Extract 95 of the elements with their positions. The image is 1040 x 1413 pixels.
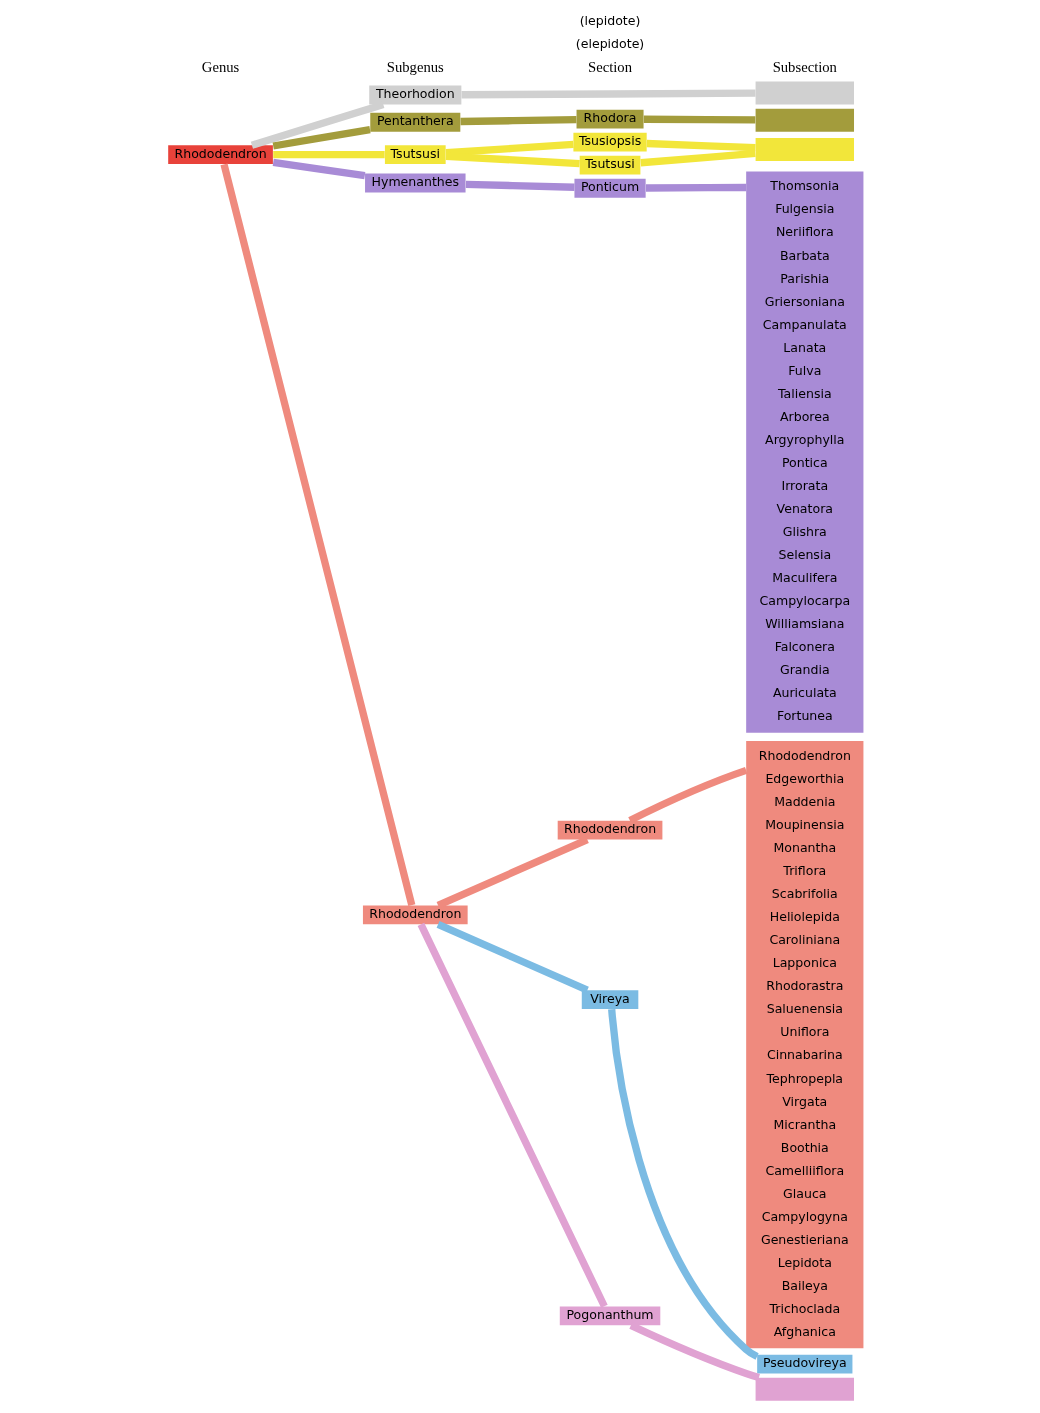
node-text: Baileya	[781, 1277, 828, 1293]
node-text: Glauca	[783, 1185, 827, 1201]
node-box: Hymenanthes	[365, 173, 466, 193]
connector	[645, 183, 747, 192]
node-box: Tsutsusi	[579, 155, 641, 175]
label: (elepidote)	[575, 36, 645, 51]
node-box: Vireya	[581, 990, 639, 1010]
node-text: Taliensia	[777, 385, 832, 401]
node-text: Venatora	[776, 500, 834, 516]
node-text: Boothia	[780, 1139, 829, 1155]
node-text: Heliolepida	[769, 909, 840, 925]
node-text: Monantha	[773, 840, 837, 856]
connector	[445, 140, 574, 157]
node-text: Selensia	[778, 546, 832, 562]
node-box: Pentanthera	[370, 112, 461, 132]
connector	[445, 152, 580, 168]
node-text: Lepidota	[777, 1254, 832, 1270]
node-text: Edgeworthia	[765, 771, 845, 787]
connector	[436, 921, 589, 994]
node-text: Griersoniana	[764, 293, 845, 309]
node-text: Virgata	[782, 1093, 828, 1109]
connector	[629, 1322, 760, 1382]
connector	[436, 836, 589, 909]
node-text: Campylocarpa	[759, 593, 851, 609]
connector	[461, 89, 756, 99]
cluster	[746, 741, 864, 1349]
node-box: Rhododendron	[168, 145, 273, 165]
node-text: Genestieriana	[760, 1231, 849, 1247]
node-text: Uniflora	[780, 1024, 830, 1040]
node-box	[755, 108, 854, 132]
node-text: Fortunea	[776, 708, 833, 724]
connector	[273, 151, 385, 159]
node-text: Fulva	[788, 362, 822, 378]
node-text: Argyrophylla	[765, 431, 845, 447]
node-text: Camelliiflora	[765, 1162, 845, 1178]
connector	[417, 922, 608, 1308]
label: Genus	[201, 58, 240, 75]
node-box: Tsutsusi	[384, 145, 446, 165]
connector	[646, 139, 756, 152]
node-text: Williamsiana	[765, 616, 845, 632]
connector	[628, 766, 748, 824]
node-text: Tephropepla	[766, 1070, 844, 1086]
node-text: Saluenensia	[766, 1001, 843, 1017]
node-box: Rhododendron	[557, 820, 663, 840]
node-text: Scabrifolia	[771, 886, 838, 902]
node-text: Maculifera	[772, 570, 838, 585]
label: Subgenus	[386, 58, 444, 75]
node-text: Lapponica	[772, 955, 837, 971]
label: (lepidote)	[579, 12, 641, 28]
node-box: Pseudovireya	[757, 1354, 853, 1374]
node-text: Neriiflora	[775, 224, 834, 240]
connector	[220, 163, 416, 907]
node-box: Theorhodion	[369, 85, 462, 105]
node-box	[755, 137, 854, 161]
label: Section	[588, 58, 633, 75]
node-box	[755, 1377, 854, 1401]
node-text: Afghanica	[773, 1323, 836, 1339]
node-box: Ponticum	[574, 178, 646, 198]
node-text: Parishia	[780, 270, 830, 286]
node-text: Lanata	[783, 339, 827, 355]
node-text: Thomsonia	[770, 178, 840, 194]
node-text: Maddenia	[774, 794, 836, 810]
node-text: Campylogyna	[761, 1208, 848, 1224]
node-box: Tsusiopsis	[573, 132, 647, 152]
node-text: Rhododendron	[758, 748, 851, 763]
node-text: Irrorata	[781, 477, 829, 493]
node-text: Auriculata	[772, 685, 837, 701]
node-box	[755, 81, 854, 105]
connector	[643, 115, 756, 124]
node-box: Rhododendron	[362, 905, 468, 925]
node-text: Trichoclada	[769, 1300, 841, 1316]
node-box: Rhodora	[576, 109, 644, 129]
connector	[272, 126, 371, 150]
node-text: Glishra	[782, 523, 827, 539]
node-text: Cinnabarina	[766, 1047, 843, 1063]
node-text: Micrantha	[773, 1116, 837, 1132]
node-text: Rhodorastra	[766, 978, 844, 994]
node-text: Grandia	[779, 662, 830, 678]
label: Subsection	[772, 58, 837, 75]
connector	[460, 115, 577, 126]
node-text: Moupinensia	[765, 817, 845, 833]
cluster	[746, 171, 864, 733]
connector	[465, 180, 575, 191]
node-text: Pontica	[781, 454, 828, 470]
node-box: Pogonanthum	[559, 1306, 661, 1326]
node-text: Campanulata	[762, 316, 847, 332]
connector	[608, 1008, 759, 1360]
connector	[272, 158, 366, 180]
connector	[640, 149, 756, 167]
node-text: Triflora	[783, 863, 827, 879]
node-text: Fulgensia	[775, 201, 835, 217]
node-text: Barbata	[779, 247, 830, 263]
node-text: Falconera	[774, 639, 835, 655]
node-text: Arborea	[779, 408, 830, 424]
node-text: Caroliniana	[769, 932, 841, 948]
